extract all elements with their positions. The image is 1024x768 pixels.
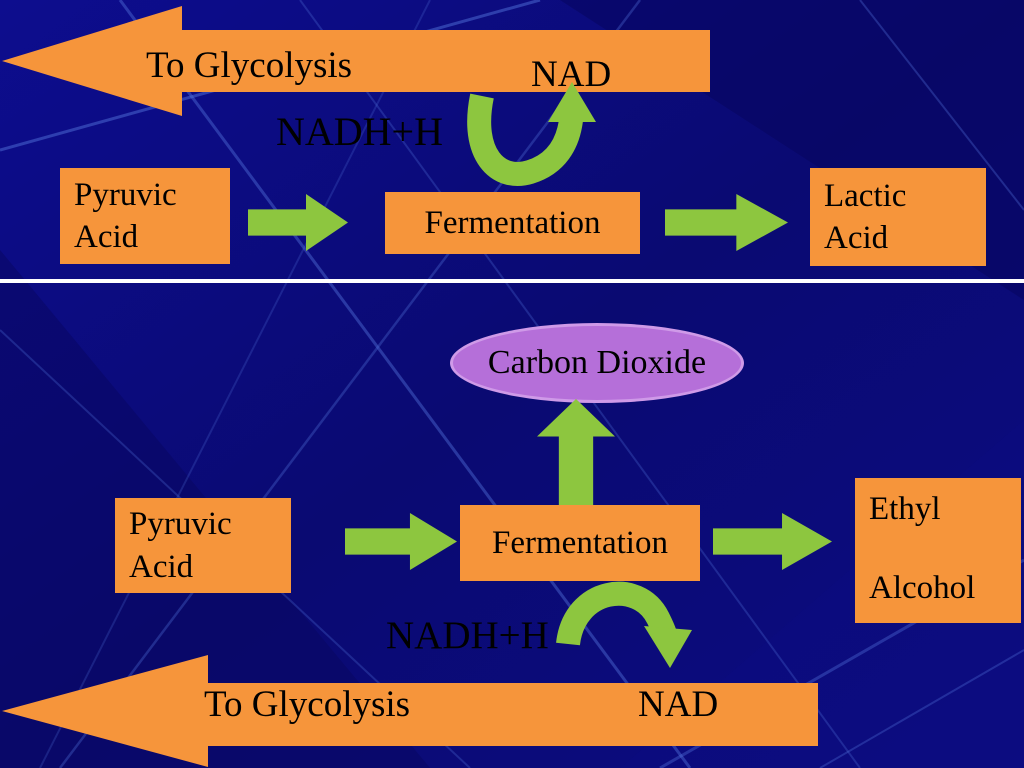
- to-glycolysis-label-top: To Glycolysis: [146, 45, 353, 86]
- carbon-dioxide-label: Carbon Dioxide: [487, 344, 707, 381]
- pyruvic-acid-bottom-line2: Acid: [129, 548, 194, 585]
- fermentation-box-top: Fermentation: [385, 192, 640, 254]
- fermentation-box-bottom: Fermentation: [460, 505, 700, 581]
- to-glycolysis-label-bottom: To Glycolysis: [204, 684, 411, 725]
- lactic-acid-line2: Acid: [824, 220, 889, 256]
- ethyl-alcohol-line1: Ethyl: [869, 491, 941, 527]
- curved-arrow-head: [644, 626, 692, 668]
- pyruvic-acid-bottom-line1: Pyruvic: [129, 506, 232, 543]
- pyruvic-acid-box-bottom: Pyruvic Acid: [115, 498, 291, 593]
- to-glycolysis-arrow-top-shape: [2, 6, 710, 116]
- fermentation-label-bottom: Fermentation: [492, 524, 668, 561]
- curved-arrow-ribbon: [467, 93, 583, 186]
- curved-arrow-ribbon: [556, 581, 677, 647]
- pyruvic-acid-top-line2: Acid: [74, 219, 139, 255]
- pyruvic-acid-top-line1: Pyruvic: [74, 176, 177, 213]
- fermentation-label-top: Fermentation: [424, 204, 601, 241]
- curved-arrow-head: [548, 82, 596, 122]
- carbon-dioxide-ellipse: Carbon Dioxide: [450, 323, 744, 403]
- section-divider: [0, 279, 1024, 283]
- to-glycolysis-arrow-top: [2, 6, 710, 116]
- pyruvic-acid-box-top: Pyruvic Acid: [60, 168, 230, 264]
- to-glycolysis-arrow-bottom: [2, 655, 818, 767]
- nad-label-bottom: NAD: [638, 684, 719, 725]
- nad-regeneration-curved-arrow-top: [467, 82, 596, 186]
- lactic-acid-line1: Lactic: [824, 177, 907, 214]
- ethyl-alcohol-box: Ethyl Alcohol: [855, 478, 1021, 623]
- nad-regeneration-curved-arrow-bottom: [556, 581, 692, 668]
- lactic-acid-box: Lactic Acid: [810, 168, 986, 266]
- nadh-label-top: NADH+H: [276, 109, 443, 154]
- nadh-label-bottom: NADH+H: [386, 614, 549, 657]
- to-glycolysis-arrow-bottom-shape: [2, 655, 818, 767]
- ethyl-alcohol-line2: Alcohol: [869, 569, 976, 606]
